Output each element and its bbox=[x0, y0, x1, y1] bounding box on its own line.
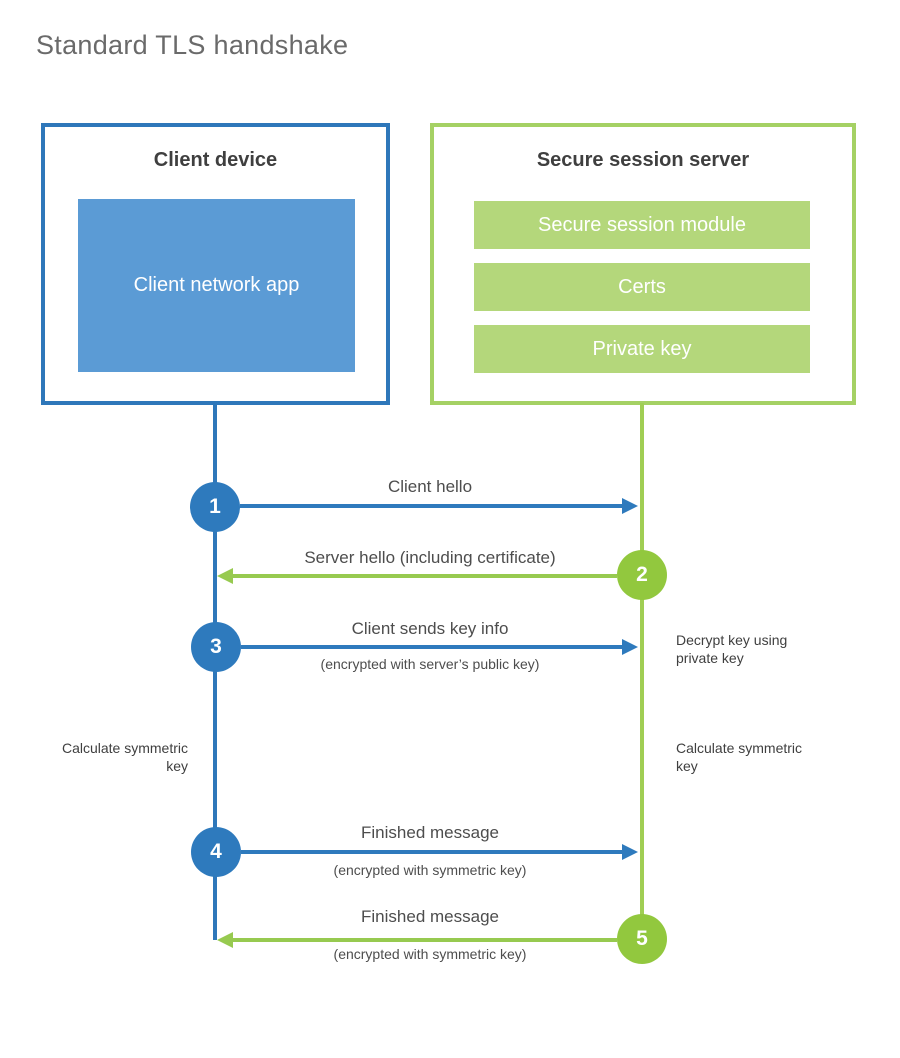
step-circle-1: 1 bbox=[190, 482, 240, 532]
message-client-key-info: Client sends key info bbox=[351, 619, 509, 638]
module-certs: Certs bbox=[474, 263, 810, 311]
step-circle-3: 3 bbox=[191, 622, 241, 672]
arrow-client-key-info bbox=[241, 645, 622, 649]
message-client-key-info-sub: (encrypted with server’s public key) bbox=[320, 656, 540, 672]
step-circle-5: 5 bbox=[617, 914, 667, 964]
arrow-finished-server-head bbox=[217, 932, 233, 948]
arrow-finished-server bbox=[233, 938, 617, 942]
message-client-hello: Client hello bbox=[387, 477, 473, 496]
module-secure-session: Secure session module bbox=[474, 201, 810, 249]
arrow-client-hello bbox=[240, 504, 622, 508]
module-private-key: Private key bbox=[474, 325, 810, 373]
arrow-client-key-info-head bbox=[622, 639, 638, 655]
server-lifeline bbox=[640, 403, 644, 939]
arrow-server-hello bbox=[233, 574, 617, 578]
message-finished-client: Finished message bbox=[361, 823, 499, 842]
arrow-finished-client bbox=[241, 850, 622, 854]
arrow-finished-client-head bbox=[622, 844, 638, 860]
server-modules-list: Secure session module Certs Private key bbox=[474, 201, 810, 373]
note-calculate-symmetric-left: Calculate symmetric key bbox=[61, 740, 188, 775]
client-network-app-label: Client network app bbox=[133, 274, 300, 296]
message-finished-server: Finished message bbox=[361, 907, 499, 926]
message-finished-server-sub: (encrypted with symmetric key) bbox=[333, 946, 527, 962]
message-finished-client-sub: (encrypted with symmetric key) bbox=[333, 862, 527, 878]
client-network-app-box: Client network app bbox=[78, 199, 355, 372]
secure-session-server-box: Secure session server Secure session mod… bbox=[430, 123, 856, 405]
note-decrypt-key: Decrypt key using private key bbox=[676, 632, 788, 667]
arrow-server-hello-head bbox=[217, 568, 233, 584]
step-circle-4: 4 bbox=[191, 827, 241, 877]
secure-session-server-title: Secure session server bbox=[536, 149, 750, 171]
client-device-box: Client device Client network app bbox=[41, 123, 390, 405]
page-title: Standard TLS handshake bbox=[36, 30, 349, 60]
note-calculate-symmetric-right: Calculate symmetric key bbox=[676, 740, 803, 775]
client-lifeline bbox=[213, 404, 217, 940]
client-device-title: Client device bbox=[153, 149, 278, 171]
step-circle-2: 2 bbox=[617, 550, 667, 600]
message-server-hello: Server hello (including certificate) bbox=[304, 548, 556, 567]
arrow-client-hello-head bbox=[622, 498, 638, 514]
